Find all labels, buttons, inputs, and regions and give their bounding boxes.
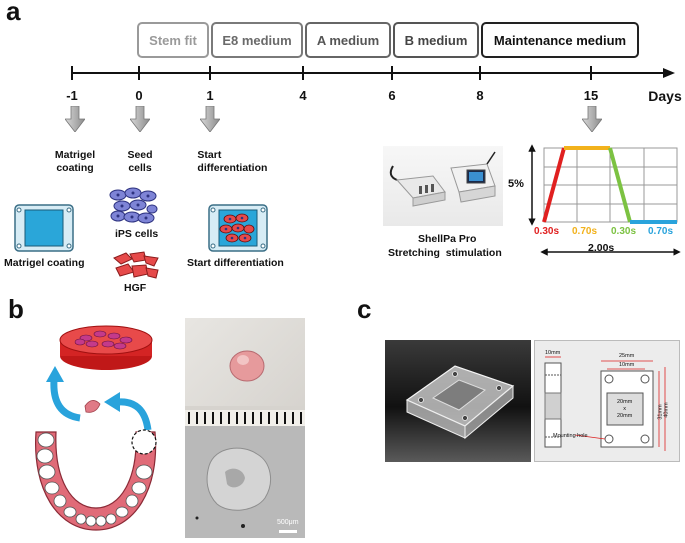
total-duration-label: 2.00s xyxy=(588,242,615,254)
device-sub-label: Stretching stimulation xyxy=(388,247,502,259)
timeline-axis xyxy=(71,66,675,80)
mounting-hole-label: Mounting hole xyxy=(553,433,588,439)
hgf-label: HGF xyxy=(124,282,147,294)
down-arrow-icon xyxy=(65,106,85,132)
matrigel-dish-illustration xyxy=(14,204,74,252)
scale-bar xyxy=(279,530,297,533)
tick-label: 4 xyxy=(299,88,307,103)
segment-label-rise: 0.30s xyxy=(534,226,560,237)
segment-label-fall: 0.30s xyxy=(611,226,637,237)
petri-dish-illustration xyxy=(59,325,153,370)
chamber-drawing: 10mm 25mm 10mm 20mm x 20mm 31mm 40mm Mou… xyxy=(534,340,680,462)
tick-label: 1 xyxy=(206,88,214,103)
matrigel-coating-label: Matrigel coating xyxy=(4,257,85,269)
segment-label-hold-low: 0.70s xyxy=(648,226,674,237)
dim-label-25mm: 25mm xyxy=(619,353,635,359)
tick-label: 0 xyxy=(135,88,143,103)
tick-label: 6 xyxy=(388,88,396,103)
scale-bar-label: 500μm xyxy=(277,519,299,526)
panel-label-c: c xyxy=(357,294,372,324)
down-arrow-icon xyxy=(582,106,602,132)
shellpa-device-photo xyxy=(383,146,503,226)
down-arrow-icon xyxy=(200,106,220,132)
axis-unit-label: Days xyxy=(648,88,682,104)
ips-cells-label: iPS cells xyxy=(115,228,159,240)
ips-cells-illustration xyxy=(109,187,158,224)
waveform-segment-fall xyxy=(608,147,632,223)
tick-label: 8 xyxy=(476,88,484,103)
start-differentiation-label: Start differentiation xyxy=(187,257,284,269)
hgf-illustration xyxy=(113,251,159,279)
step-label-seed: Seed cells xyxy=(127,149,153,174)
waveform-segment-rise xyxy=(542,147,566,223)
micrograph-photo xyxy=(185,426,305,538)
stage-maintenance-medium: Maintenance medium xyxy=(481,22,639,58)
flow-arrow-icon xyxy=(46,366,152,430)
step-label-matrigel: Matrigel coating xyxy=(54,149,96,174)
amplitude-label: 5% xyxy=(508,178,524,190)
chamber-photo xyxy=(385,340,531,462)
jaw-illustration xyxy=(35,429,157,531)
dim-label-center: 20mm x 20mm xyxy=(617,399,633,419)
down-arrow-icon xyxy=(130,106,150,132)
tick-label: 15 xyxy=(583,88,599,103)
dim-label-40mm: 40mm xyxy=(663,402,670,418)
segment-label-hold-high: 0.70s xyxy=(572,226,598,237)
step-label-start: Start differentiation xyxy=(197,149,268,174)
stage-a-medium: A medium xyxy=(305,22,391,58)
panel-label-a: a xyxy=(6,0,21,26)
panel-label-b: b xyxy=(8,294,24,324)
tissue-photo xyxy=(185,318,305,410)
stage-e8-medium: E8 medium xyxy=(211,22,303,58)
tick-label: -1 xyxy=(66,88,78,103)
stage-b-medium: B medium xyxy=(393,22,479,58)
device-name-label: ShellPa Pro xyxy=(418,233,477,245)
dim-label-10mm-left: 10mm xyxy=(545,350,561,356)
start-differentiation-dish-illustration xyxy=(208,204,268,252)
dim-label-10mm-top: 10mm xyxy=(619,362,635,368)
stage-stem-fit: Stem fit xyxy=(137,22,209,58)
ruler-strip xyxy=(185,410,305,426)
stretch-waveform-chart xyxy=(528,144,681,256)
